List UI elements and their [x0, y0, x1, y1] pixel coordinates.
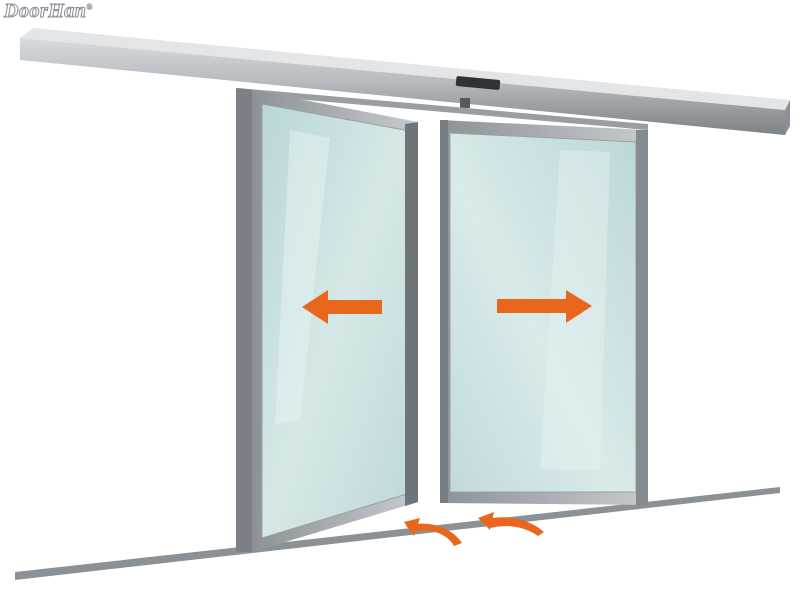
curved-arrow-icon — [404, 518, 462, 546]
doorhan-logo: DoorHan® — [3, 0, 93, 23]
control-unit — [455, 76, 501, 90]
arrow-left-icon — [302, 290, 382, 324]
logo-registered-mark: ® — [86, 2, 93, 12]
curved-arrow-icon-2 — [478, 512, 544, 536]
operator-rail — [20, 28, 790, 135]
carriage-bar — [238, 88, 648, 130]
arrow-right-icon — [497, 290, 592, 323]
floor-strip — [15, 487, 780, 580]
left-door-leaf — [236, 88, 418, 552]
sensor-mount — [460, 98, 470, 108]
logo-text: DoorHan — [3, 0, 87, 23]
